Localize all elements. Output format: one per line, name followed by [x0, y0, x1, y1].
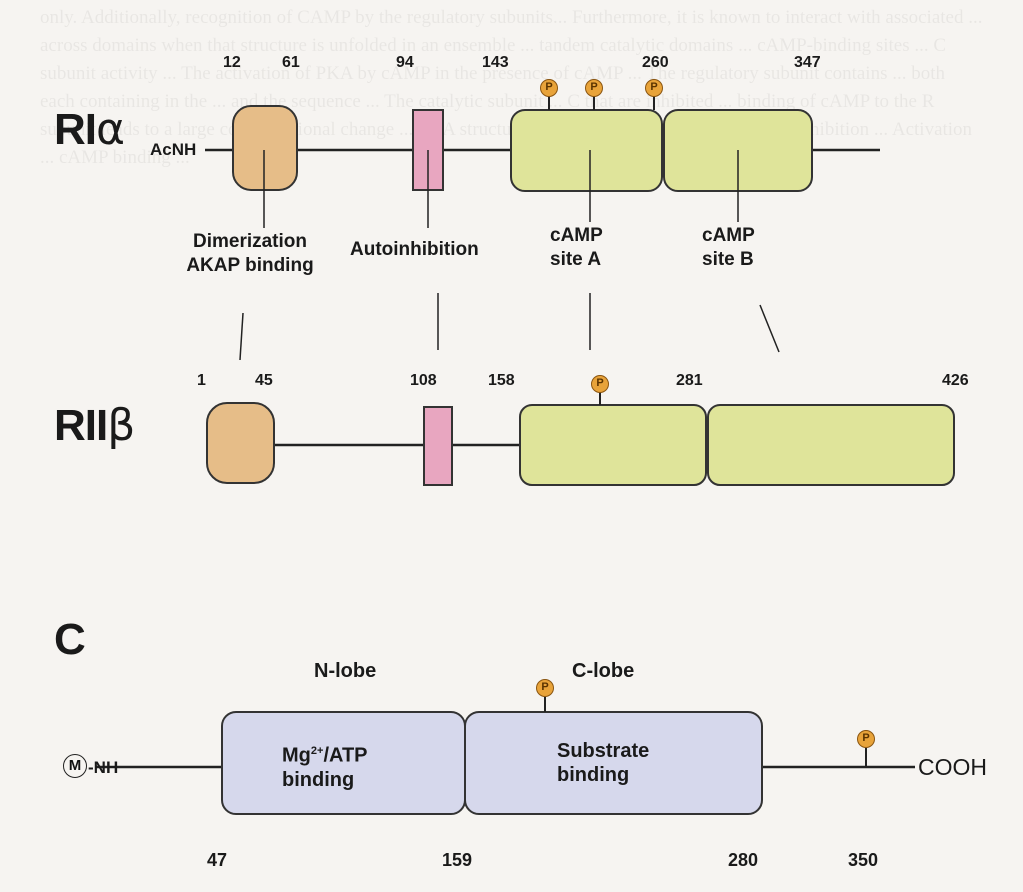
- riib-phospho: P: [591, 375, 609, 393]
- c-nlobe-label: N-lobe: [314, 660, 377, 682]
- ria-dimerization-label: Dimerization AKAP binding: [160, 230, 340, 278]
- ria-phospho-3: P: [645, 79, 663, 97]
- ria-pos-260: 260: [642, 54, 669, 71]
- riib-pos-45: 45: [255, 372, 273, 389]
- mg-superscript: 2+: [310, 745, 324, 757]
- connector-camp-b: [759, 304, 780, 353]
- camp-a-label-line2: site A: [550, 249, 602, 270]
- ria-pos-12: 12: [223, 54, 241, 71]
- c-mg-atp-label: Mg2+/ATP binding: [282, 739, 368, 792]
- ria-pos-61: 61: [282, 54, 300, 71]
- riib-pos-108: 108: [410, 372, 437, 389]
- dimerization-label-line1: Dimerization: [192, 231, 308, 252]
- ria-phospho-1: P: [540, 79, 558, 97]
- ria-camp-a-label: cAMP site A: [550, 224, 603, 272]
- c-title: C: [54, 615, 86, 664]
- c-pos-159: 159: [442, 850, 473, 870]
- ria-title: RIα: [54, 104, 125, 155]
- ria-camp-b-label: cAMP site B: [702, 224, 755, 272]
- myristoyl-symbol: M: [68, 757, 82, 774]
- ria-title-greek: α: [96, 104, 125, 155]
- ria-autoinhibition-label: Autoinhibition: [350, 239, 479, 260]
- riib-pos-426: 426: [942, 372, 969, 389]
- mg-atp-binding-text: binding: [282, 768, 355, 791]
- c-pos-47: 47: [207, 850, 228, 870]
- ria-phospho-2: P: [585, 79, 603, 97]
- riib-pos-158: 158: [488, 372, 515, 389]
- c-cterm-label: COOH: [918, 754, 987, 780]
- connector-dimerization: [239, 312, 244, 361]
- c-myristoyl-group: M: [63, 754, 87, 778]
- c-substrate-label: Substrate binding: [557, 739, 649, 787]
- ria-pos-347: 347: [794, 54, 821, 71]
- ria-pos-143: 143: [482, 54, 509, 71]
- riib-camp-site-a: [519, 404, 707, 486]
- camp-a-label-line1: cAMP: [550, 225, 603, 246]
- riib-pos-1: 1: [197, 372, 206, 389]
- dimerization-label-line2: AKAP binding: [186, 255, 314, 276]
- ria-camp-site-a: [510, 109, 663, 192]
- ria-dimerization-domain: [232, 105, 298, 191]
- c-nterm-label: -NH: [88, 758, 119, 777]
- riib-dimerization-domain: [206, 402, 275, 484]
- riib-title: RIIβ: [54, 400, 135, 451]
- c-pos-350: 350: [848, 850, 879, 870]
- c-phospho-2: P: [857, 730, 875, 748]
- camp-b-label-line1: cAMP: [702, 225, 755, 246]
- riib-autoinhibition-domain: [423, 406, 453, 486]
- c-clobe-domain: [464, 711, 763, 815]
- atp-text: /ATP: [323, 744, 368, 767]
- camp-b-label-line2: site B: [702, 249, 754, 270]
- c-pos-280: 280: [728, 850, 759, 870]
- riib-pos-281: 281: [676, 372, 703, 389]
- ria-title-prefix: RI: [54, 105, 97, 154]
- ria-nterm-label: AcNH: [150, 140, 197, 159]
- c-clobe-label: C-lobe: [572, 660, 635, 682]
- mg-text: Mg: [282, 744, 311, 767]
- riib-title-greek: β: [107, 400, 135, 451]
- ria-pos-94: 94: [396, 54, 414, 71]
- substrate-text: Substrate: [557, 740, 650, 762]
- riib-title-prefix: RII: [54, 401, 108, 450]
- riib-camp-site-b: [707, 404, 955, 486]
- substrate-binding-text: binding: [557, 764, 630, 786]
- c-phospho-1: P: [536, 679, 554, 697]
